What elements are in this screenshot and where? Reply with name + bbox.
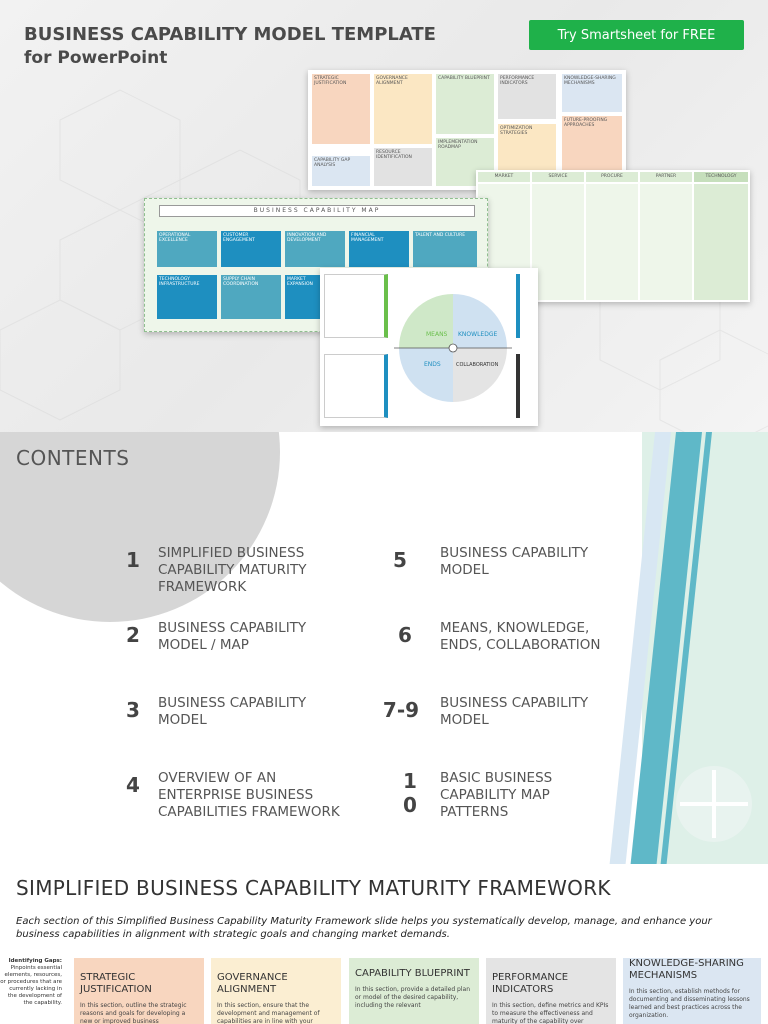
thumb-cell: KNOWLEDGE-SHARING MECHANISMS <box>562 74 622 112</box>
toc-number: 1 0 <box>403 769 417 817</box>
thumb-quadrant-label: ENDS <box>424 361 441 368</box>
gaps-label: Identifying Gaps: <box>8 958 62 964</box>
card-knowledge-sharing: KNOWLEDGE-SHARING MECHANISMS In this sec… <box>623 958 761 1024</box>
thumb-map-cell: SUPPLY CHAIN COORDINATION <box>221 275 281 319</box>
thumb-right-box <box>516 274 534 338</box>
thumb-map-cell: INNOVATION AND DEVELOPMENT <box>285 231 345 267</box>
toc-number: 3 <box>126 698 140 722</box>
framework-description: Each section of this Simplified Business… <box>16 916 712 940</box>
thumbnail-means-knowledge: MEANS KNOWLEDGE ENDS COLLABORATION <box>320 268 538 426</box>
thumb-header: TECHNOLOGY <box>694 172 748 182</box>
thumb-left-box <box>324 274 388 338</box>
thumb-quadrant-label: COLLABORATION <box>456 362 499 368</box>
toc-item-10[interactable]: BASIC BUSINESS CAPABILITY MAP PATTERNS <box>440 770 553 820</box>
card-capability-blueprint: CAPABILITY BLUEPRINT In this section, pr… <box>349 958 479 1024</box>
gaps-text: Pinpoints essential elements, resources,… <box>0 965 62 1006</box>
thumb-column <box>694 184 748 300</box>
toc-number: 5 <box>393 548 407 572</box>
framework-slide: SIMPLIFIED BUSINESS CAPABILITY MATURITY … <box>0 864 768 1024</box>
thumb-cell: GOVERNANCE ALIGNMENT <box>374 74 432 144</box>
toc-item-3[interactable]: BUSINESS CAPABILITY MODEL <box>158 695 307 728</box>
thumb-quadrant-label: MEANS <box>426 331 448 338</box>
thumb-header: PARTNER <box>640 172 692 182</box>
thumb-left-box <box>324 354 388 418</box>
thumb-map-cell: TECHNOLOGY INFRASTRUCTURE <box>157 275 217 319</box>
thumb-map-cell: CUSTOMER ENGAGEMENT <box>221 231 281 267</box>
identifying-gaps-note: Identifying Gaps: Pinpoints essential el… <box>0 958 62 1007</box>
card-performance-indicators: PERFORMANCE INDICATORS In this section, … <box>486 958 616 1024</box>
thumb-cell: CAPABILITY GAP ANALYSIS <box>312 156 370 186</box>
try-smartsheet-button[interactable]: Try Smartsheet for FREE <box>529 20 744 50</box>
card-strategic-justification: STRATEGIC JUSTIFICATION In this section,… <box>74 958 204 1024</box>
thumb-cell: CAPABILITY BLUEPRINT <box>436 74 494 134</box>
thumb-cell: STRATEGIC JUSTIFICATION <box>312 74 370 144</box>
thumbnail-maturity-framework: STRATEGIC JUSTIFICATION GOVERNANCE ALIGN… <box>308 70 626 190</box>
cross-circle-icon <box>676 766 752 842</box>
toc-number: 1 <box>126 548 140 572</box>
thumb-column <box>586 184 638 300</box>
thumb-header: PROCURE <box>586 172 638 182</box>
contents-title: CONTENTS <box>16 446 130 470</box>
thumb-header: MARKET <box>478 172 530 182</box>
card-title: CAPABILITY BLUEPRINT <box>355 968 470 979</box>
card-body: In this section, define metrics and KPIs… <box>492 1002 609 1024</box>
toc-item-7-9[interactable]: BUSINESS CAPABILITY MODEL <box>440 695 589 728</box>
toc-number: 6 <box>398 623 412 647</box>
framework-title: SIMPLIFIED BUSINESS CAPABILITY MATURITY … <box>16 876 611 900</box>
toc-item-6[interactable]: MEANS, KNOWLEDGE, ENDS, COLLABORATION <box>440 620 601 653</box>
toc-number: 7-9 <box>382 698 420 722</box>
toc-item-2[interactable]: BUSINESS CAPABILITY MODEL / MAP <box>158 620 307 653</box>
thumb-quadrant-circle: MEANS KNOWLEDGE ENDS COLLABORATION <box>394 294 512 402</box>
toc-item-4[interactable]: OVERVIEW OF AN ENTERPRISE BUSINESS CAPAB… <box>158 770 340 820</box>
thumb-cell: RESOURCE IDENTIFICATION <box>374 148 432 186</box>
thumb-right-box <box>516 354 534 418</box>
card-governance-alignment: GOVERNANCE ALIGNMENT In this section, en… <box>211 958 341 1024</box>
toc-item-5[interactable]: BUSINESS CAPABILITY MODEL <box>440 545 589 578</box>
card-body: In this section, ensure that the develop… <box>217 1002 320 1024</box>
cover-slide: BUSINESS CAPABILITY MODEL TEMPLATE for P… <box>0 0 768 432</box>
toc-item-1[interactable]: SIMPLIFIED BUSINESS CAPABILITY MATURITY … <box>158 545 307 595</box>
card-title: KNOWLEDGE-SHARING MECHANISMS <box>629 958 744 981</box>
cover-subtitle: for PowerPoint <box>24 48 168 68</box>
card-title: PERFORMANCE INDICATORS <box>492 972 569 995</box>
contents-slide: CONTENTS 1 SIMPLIFIED BUSINESS CAPABILIT… <box>0 432 768 864</box>
thumb-column <box>532 184 584 300</box>
thumb-header: SERVICE <box>532 172 584 182</box>
card-body: In this section, outline the strategic r… <box>80 1002 187 1024</box>
toc-number: 2 <box>126 623 140 647</box>
card-body: In this section, establish methods for d… <box>629 988 750 1019</box>
thumb-map-cell: MARKET EXPANSION <box>285 275 321 319</box>
thumb-map-cell: FINANCIAL MANAGEMENT <box>349 231 409 267</box>
thumb-quadrant-label: KNOWLEDGE <box>458 331 497 338</box>
card-title: STRATEGIC JUSTIFICATION <box>80 972 152 995</box>
thumb-map-title: BUSINESS CAPABILITY MAP <box>159 205 475 217</box>
thumb-column <box>640 184 692 300</box>
toc-number: 4 <box>126 773 140 797</box>
card-title: GOVERNANCE ALIGNMENT <box>217 972 288 995</box>
cover-title: BUSINESS CAPABILITY MODEL TEMPLATE <box>24 24 436 45</box>
thumb-map-cell: OPERATIONAL EXCELLENCE <box>157 231 217 267</box>
card-body: In this section, provide a detailed plan… <box>355 986 471 1009</box>
thumb-cell: PERFORMANCE INDICATORS <box>498 74 556 119</box>
thumb-map-cell: TALENT AND CULTURE <box>413 231 477 267</box>
